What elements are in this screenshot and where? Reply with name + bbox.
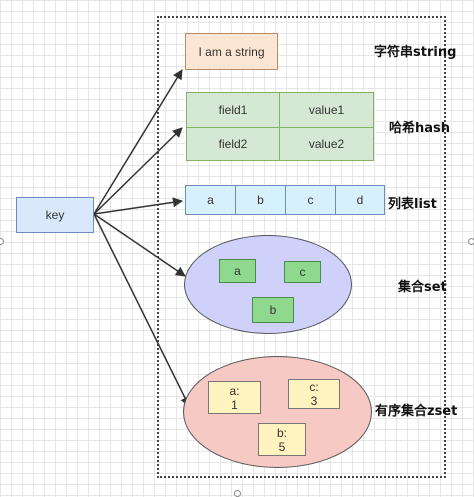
zset-member[interactable]: b: 5 (258, 423, 306, 456)
key-box[interactable]: key (16, 197, 94, 233)
set-member[interactable]: b (252, 297, 294, 323)
resize-handle[interactable] (0, 238, 4, 245)
arrow-to-string (93, 69, 183, 215)
arrow-to-list (93, 197, 183, 215)
hash-field-cell[interactable]: field1 (186, 92, 280, 128)
hash-type-label: 哈希hash (389, 121, 451, 136)
zset-member-text: a: 1 (229, 383, 240, 412)
hash-value-cell[interactable]: value1 (279, 92, 374, 128)
hash-value-cell[interactable]: value2 (279, 127, 374, 161)
set-type-label: 集合set (398, 280, 447, 295)
zset-member-text: b: 5 (276, 425, 287, 454)
list-item[interactable]: d (335, 185, 385, 215)
list-item[interactable]: a (185, 185, 236, 215)
arrow-to-hash (93, 127, 183, 215)
resize-handle[interactable] (468, 238, 474, 245)
string-value-box[interactable]: I am a string (185, 33, 278, 70)
datatype-container (157, 16, 446, 478)
set-member[interactable]: a (219, 259, 256, 283)
zset-type-label: 有序集合zset (375, 404, 458, 419)
zset-member[interactable]: a: 1 (208, 381, 261, 414)
string-type-label: 字符串string (374, 45, 457, 60)
list-item[interactable]: c (285, 185, 336, 215)
list-type-label: 列表list (388, 197, 437, 212)
list-item[interactable]: b (235, 185, 286, 215)
zset-member-text: c: 3 (309, 380, 319, 408)
hash-field-cell[interactable]: field2 (186, 127, 280, 161)
zset-member[interactable]: c: 3 (288, 379, 340, 409)
set-member[interactable]: c (284, 261, 321, 283)
arrow-to-set (93, 213, 186, 277)
arrow-to-zset (93, 213, 190, 407)
